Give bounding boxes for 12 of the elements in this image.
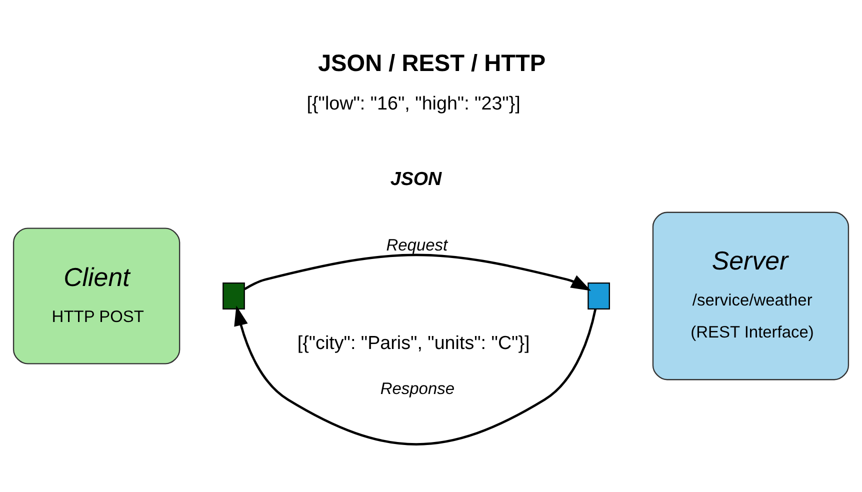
edge-label: Request	[386, 236, 448, 254]
node-box: Server /service/weather (REST Interface)	[652, 211, 850, 380]
label: [{"city": "Paris", "units": "C"}]	[297, 331, 530, 352]
arrow	[234, 305, 597, 445]
label: [{"low": "16", "high": "23"}]	[306, 92, 520, 114]
arrow	[244, 253, 592, 290]
node-box	[588, 282, 610, 310]
node-box	[222, 282, 245, 310]
diagram-title: JSON / REST / HTTP	[318, 50, 546, 76]
edge-label: Response	[380, 379, 455, 398]
node-box: Client HTTP POST	[12, 227, 180, 364]
label: JSON	[390, 168, 442, 189]
